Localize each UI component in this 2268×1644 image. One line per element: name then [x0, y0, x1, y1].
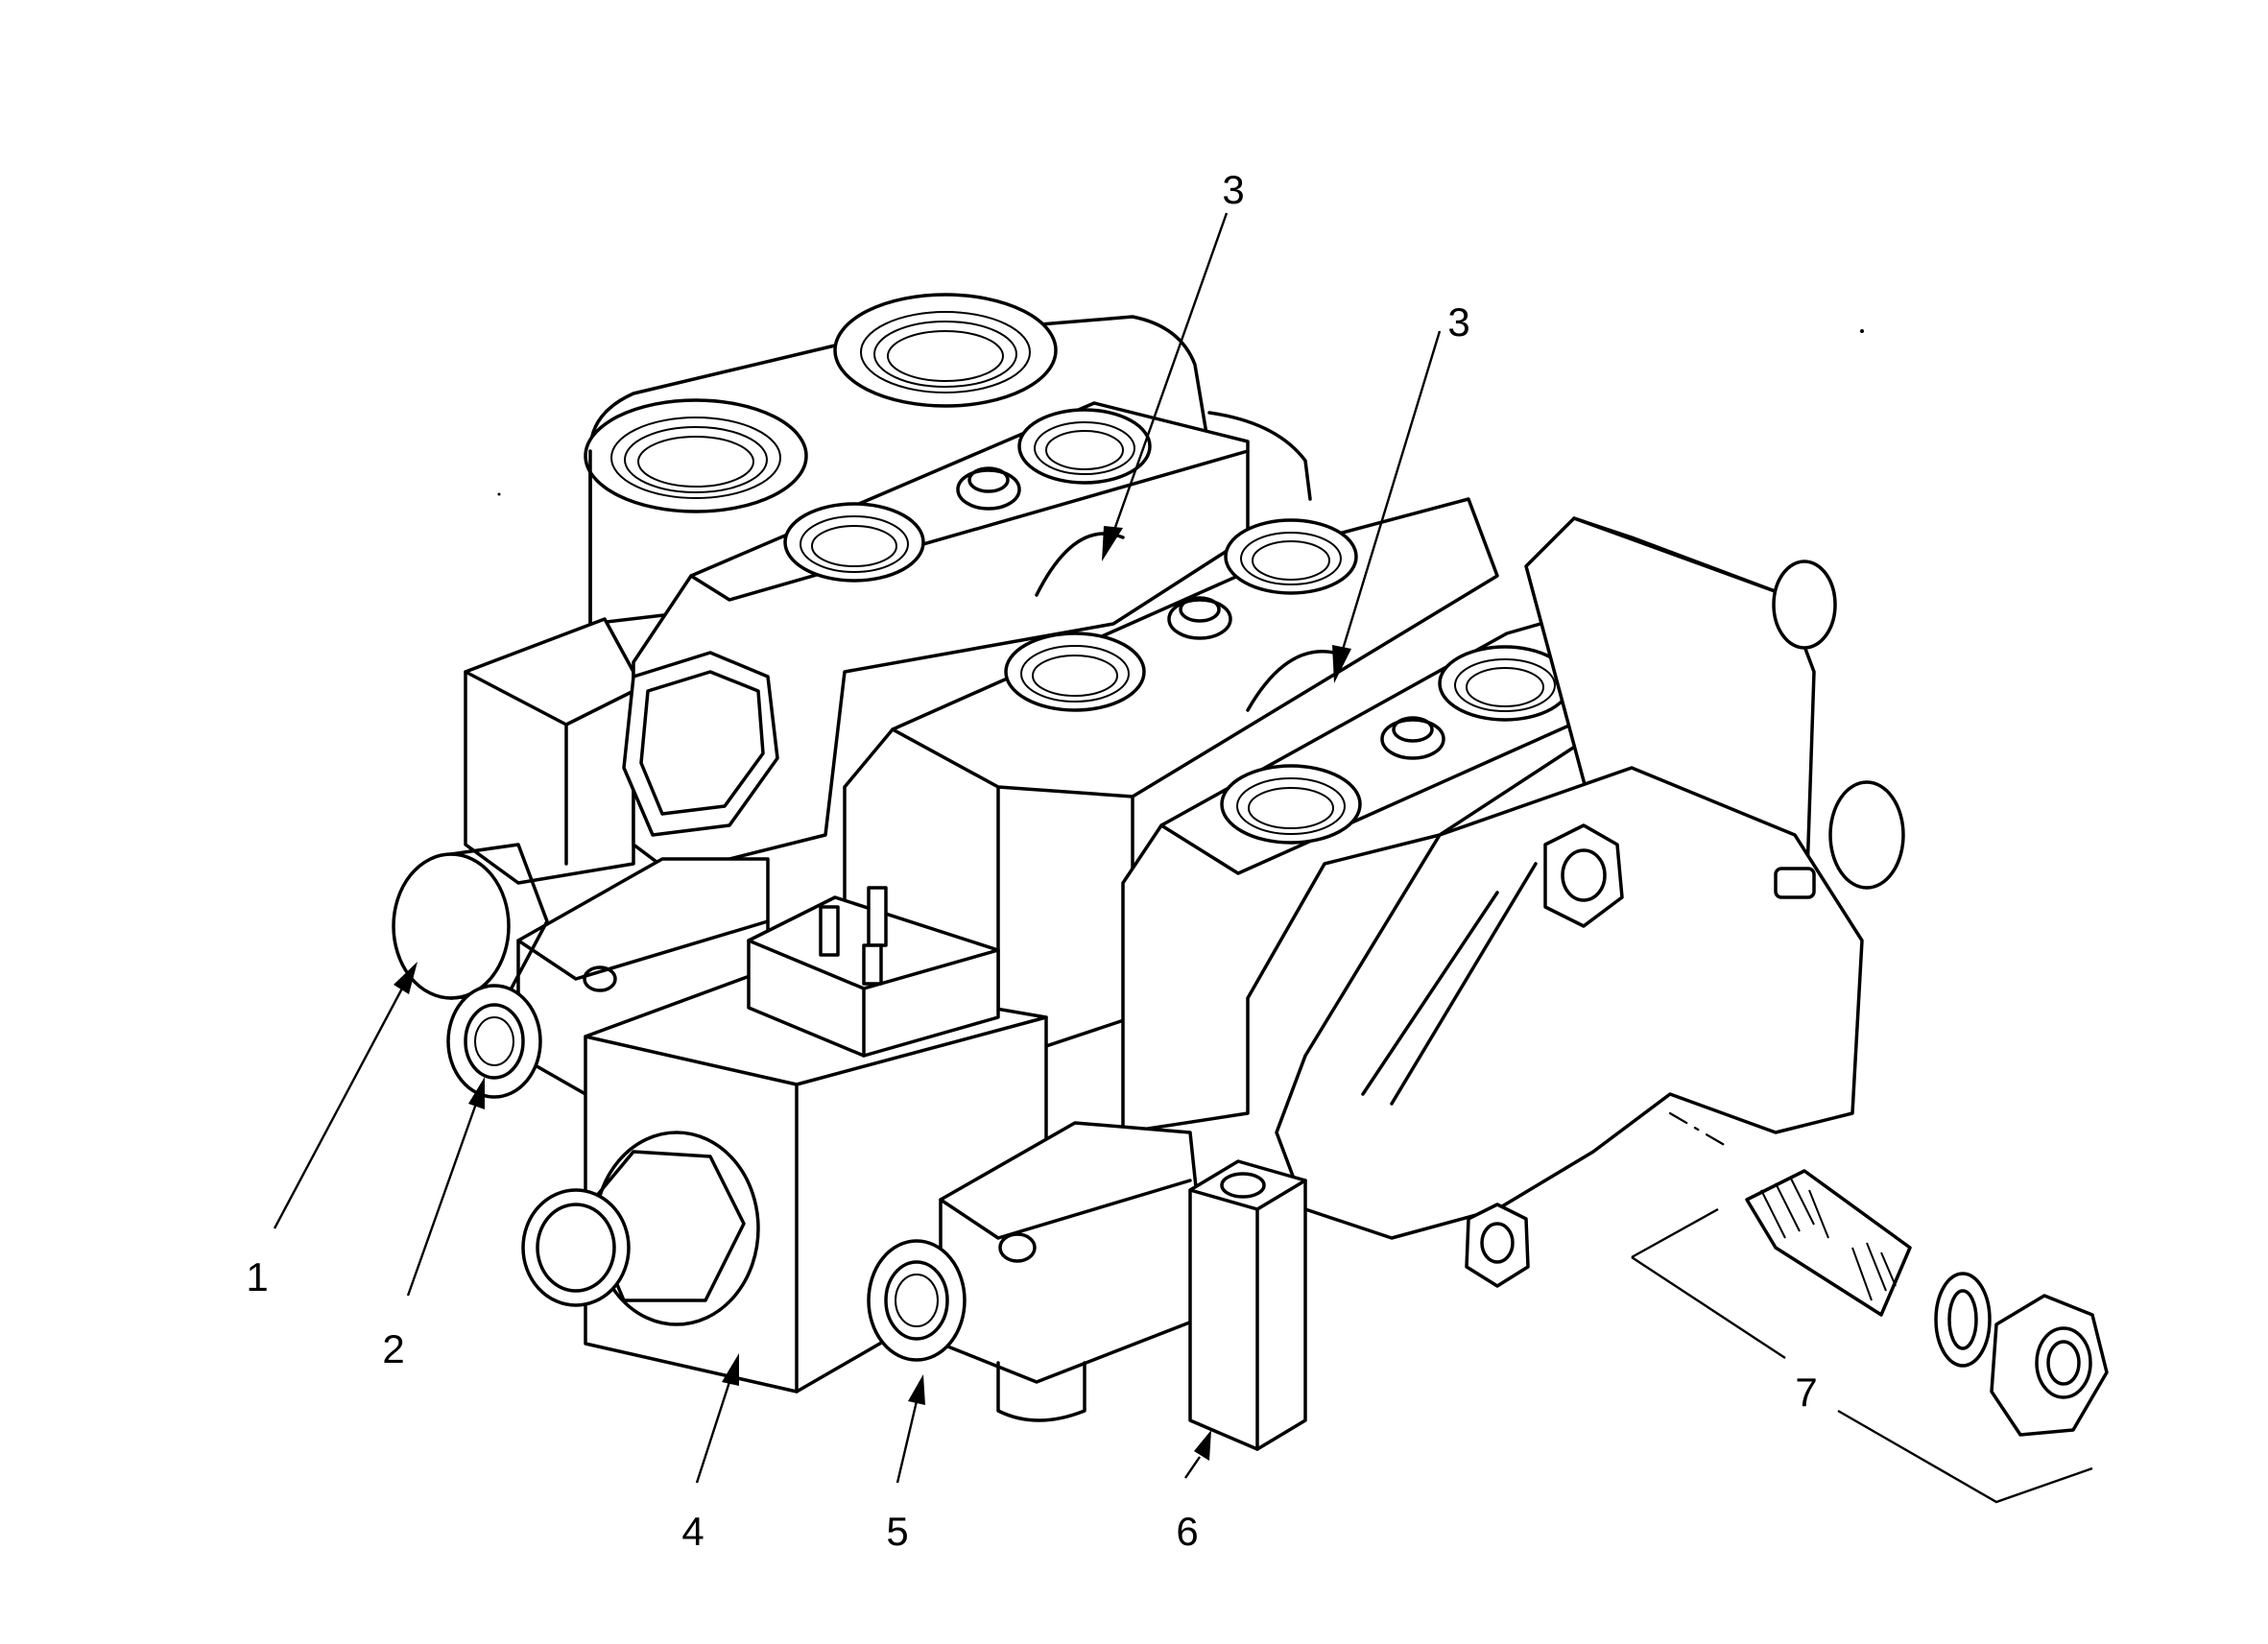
valve-section-1: [622, 401, 1250, 875]
leader-lines: [273, 212, 1442, 1484]
callout-7: 7: [1795, 1370, 1817, 1415]
solenoid-front: [867, 1121, 1211, 1422]
callout-2: 2: [382, 1326, 404, 1371]
callout-5: 5: [886, 1509, 908, 1554]
inlet-block: [584, 293, 1312, 626]
callout-4: 4: [681, 1509, 704, 1554]
right-end-cover: [1275, 516, 1905, 1288]
solenoid-coil: [521, 886, 1048, 1394]
callout-1: 1: [246, 1254, 268, 1299]
scan-speck: [497, 492, 501, 496]
callout-3-lower: 3: [1447, 299, 1469, 345]
scan-speck: [1860, 329, 1864, 333]
callout-labels: 1 2 3 3 4 5 6 7: [246, 167, 1817, 1554]
callout-3-upper: 3: [1222, 167, 1244, 212]
valve-section-2: [843, 497, 1499, 1058]
left-end-cap: [464, 617, 635, 885]
mounting-foot: [1188, 1159, 1307, 1451]
callout-6: 6: [1176, 1509, 1198, 1554]
stud-washer-nut-kit: [1631, 1111, 2109, 1504]
